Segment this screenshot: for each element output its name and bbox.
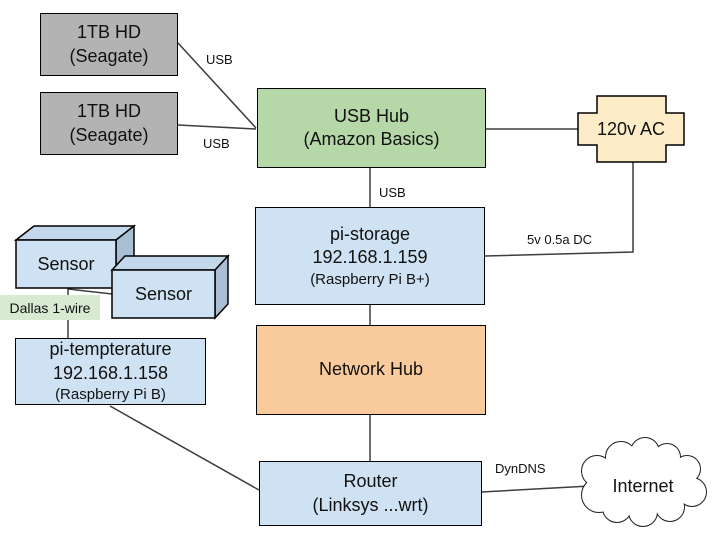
node-pi-temperature-title: pi-tempterature [49,339,172,360]
node-pi-temperature-subtitle: (Raspberry Pi B) [55,386,166,404]
wire-hd1-usbhub [177,42,257,129]
node-network-hub: Network Hub [256,325,486,415]
node-router: Router (Linksys ...wrt) [259,461,482,526]
node-pi-storage: pi-storage 192.168.1.159 (Raspberry Pi B… [255,207,485,305]
edge-label-dyndns: DynDNS [495,461,546,476]
node-hd1: 1TB HD (Seagate) [40,13,178,76]
node-pi-storage-subtitle: (Raspberry Pi B+) [310,270,430,288]
wire-hd2-usbhub [177,124,257,130]
node-hd1-subtitle: (Seagate) [69,45,149,66]
sensor-2-label: Sensor [134,283,193,304]
node-usb-hub: USB Hub (Amazon Basics) [257,88,486,168]
internet-cloud-shape [581,437,707,527]
node-hd2-subtitle: (Seagate) [69,124,149,145]
wire-power-pistorage [484,162,634,257]
wire-sensor2-junction [67,288,113,295]
node-router-title: Router [343,471,398,492]
edge-label-usb-3: USB [379,185,406,200]
node-network-hub-title: Network Hub [318,359,424,380]
node-pi-temperature-ip: 192.168.1.158 [52,362,169,383]
edge-label-usb-1: USB [206,52,233,67]
edge-label-power-dc: 5v 0.5a DC [527,232,593,247]
wire-router-internet [481,485,591,493]
node-usb-hub-title: USB Hub [333,105,410,126]
node-usb-hub-subtitle: (Amazon Basics) [303,129,440,149]
power-cross-shape [577,95,685,163]
internet-label: Internet [612,475,674,496]
edge-label-usb-2: USB [203,136,230,151]
node-hd1-title: 1TB HD [76,22,141,43]
node-hd2: 1TB HD (Seagate) [40,92,178,155]
node-router-subtitle: (Linksys ...wrt) [312,494,429,515]
node-pi-storage-title: pi-storage [329,223,411,244]
wire-pitemp-router [109,405,260,491]
node-pi-temperature: pi-tempterature 192.168.1.158 (Raspberry… [15,338,206,405]
node-pi-storage-ip: 192.168.1.159 [312,247,428,268]
connector-lines [67,42,634,493]
sensor-2-shape [110,254,230,320]
node-hd2-title: 1TB HD [76,101,141,122]
sensor-1-label: Sensor [37,253,95,274]
power-label: 120v AC [596,118,666,139]
dallas-1-wire-tag: Dallas 1-wire [0,295,100,320]
